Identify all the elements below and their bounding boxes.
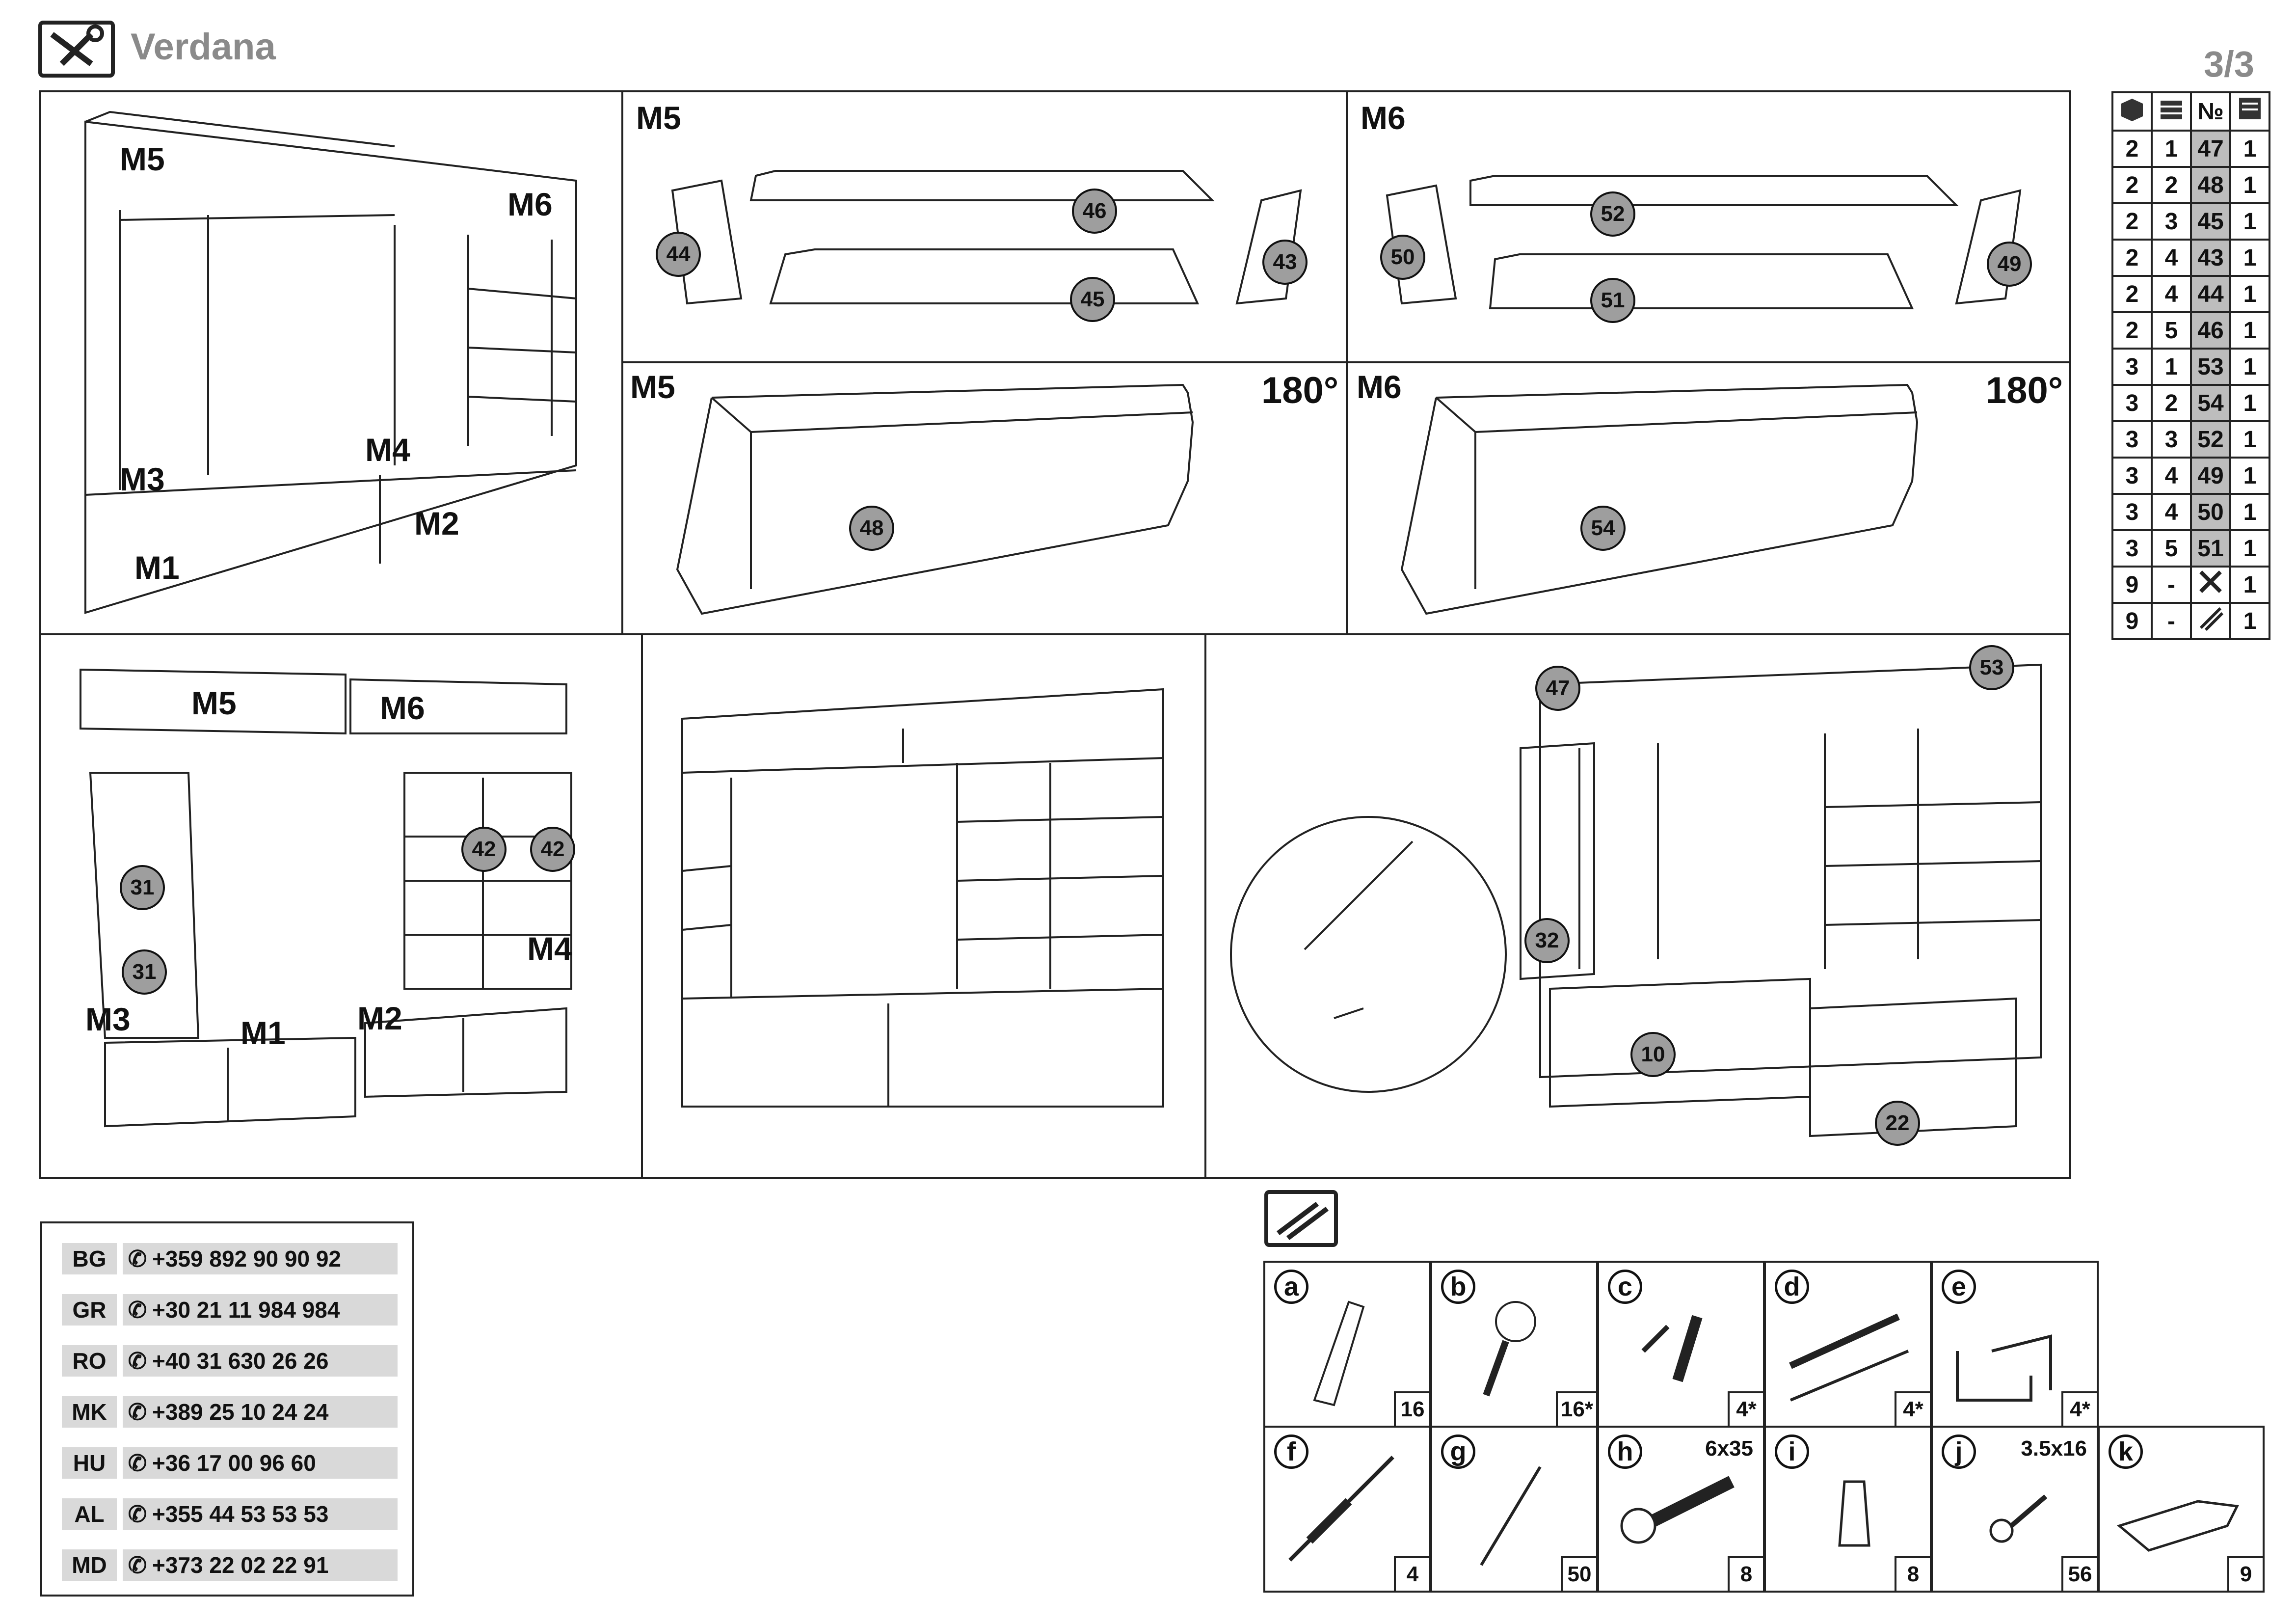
part-52-badge: 52 [1590, 191, 1635, 237]
phone-icon: ✆ [128, 1501, 147, 1527]
phone-icon: ✆ [128, 1297, 147, 1323]
assembly-step1-drawing [80, 668, 572, 1128]
module-label-m1: M1 [134, 549, 180, 586]
table-row: 9-1 [2111, 602, 2270, 640]
rotation-label: 180° [1261, 370, 1339, 411]
part-42b-badge: 42 [530, 827, 575, 872]
part-10-badge: 10 [1630, 1032, 1676, 1077]
parts-table-header: № [2111, 91, 2270, 132]
module-label-m6: M6 [507, 186, 553, 222]
module-label-m3: M3 [85, 1001, 131, 1037]
module-label-m6: M6 [380, 690, 425, 726]
hardware-a: a 16 [1263, 1261, 1431, 1428]
hardware-icon [2190, 602, 2231, 640]
phone-icon: ✆ [128, 1399, 147, 1425]
panel-title-m6: M6 [1361, 100, 1406, 136]
part-45-badge: 45 [1070, 277, 1115, 322]
sheet-icon [2229, 91, 2270, 132]
assembly-step3-panel: 47 53 32 10 22 [1204, 633, 2071, 1179]
overview-drawing [84, 110, 577, 614]
part-51-badge: 51 [1590, 278, 1635, 323]
number-header: № [2190, 91, 2231, 132]
assembly-step2-drawing [681, 688, 1164, 1108]
module-label-m2: M2 [414, 505, 459, 541]
hardware-c: c 4* [1597, 1261, 1765, 1428]
phone-icon: ✆ [128, 1450, 147, 1476]
rotation-label-m6: 180° [1986, 370, 2063, 411]
tools-icon [2190, 566, 2231, 604]
phone-icon: ✆ [128, 1348, 147, 1374]
hardware-b: b 16* [1430, 1261, 1598, 1428]
shelves-m6-drawing [1386, 175, 2022, 309]
table-row: 9-1 [2111, 566, 2270, 604]
module-label-m3: M3 [120, 461, 165, 497]
hardware-i: i 8 [1764, 1426, 1932, 1593]
shelves-m5-panel: M5 46 45 44 43 [621, 90, 1348, 363]
assembly-step3-drawing [1230, 663, 2042, 1137]
support-phones: BG✆+359 892 90 90 92 GR✆+30 21 11 984 98… [40, 1221, 414, 1597]
hardware-g: g 50 [1430, 1426, 1598, 1593]
module-label-m4: M4 [527, 930, 572, 967]
brand-title: Verdana [131, 26, 276, 68]
hardware-f: f 4 [1263, 1426, 1431, 1593]
tools-logo-icon [38, 21, 115, 78]
panel-title-m5-back: M5 [630, 369, 675, 405]
part-47-badge: 47 [1535, 666, 1580, 711]
module-label-m5: M5 [191, 685, 237, 721]
shelves-m5-drawing [671, 170, 1302, 305]
hardware-j: j 3.5x16 56 [1931, 1426, 2099, 1593]
box-icon [2111, 91, 2153, 132]
layer-icon [2151, 91, 2192, 132]
module-label-m1: M1 [240, 1015, 286, 1051]
part-53-badge: 53 [1969, 645, 2014, 690]
part-44-badge: 44 [656, 232, 701, 277]
part-54-badge: 54 [1580, 506, 1626, 551]
phone-icon: ✆ [128, 1552, 147, 1578]
assembly-step1-panel: M5 M6 M4 M3 M1 M2 42 42 31 31 [39, 633, 643, 1179]
part-49-badge: 49 [1987, 242, 2032, 287]
phone-icon: ✆ [128, 1246, 147, 1272]
part-42a-badge: 42 [461, 827, 507, 872]
module-label-m4: M4 [365, 432, 410, 468]
hardware-pack-icon [1264, 1190, 1338, 1247]
hardware-k: k 9 [2098, 1426, 2265, 1593]
part-46-badge: 46 [1072, 189, 1117, 234]
hardware-h: h 6x35 8 [1597, 1426, 1765, 1593]
back-m6-panel: M6 54 180° [1346, 361, 2071, 635]
hardware-d: d 4* [1764, 1261, 1932, 1428]
back-m5-panel: M5 48 180° [621, 361, 1348, 635]
module-label-m2: M2 [357, 1000, 402, 1036]
assembly-step2-panel [641, 633, 1206, 1179]
page-number: 3/3 [2204, 44, 2254, 84]
part-22-badge: 22 [1875, 1101, 1920, 1146]
overview-panel: M5 M6 M3 M4 M2 M1 [39, 90, 623, 635]
back-m6-drawing [1400, 383, 1919, 615]
part-31b-badge: 31 [122, 949, 167, 995]
panel-title-m5: M5 [636, 100, 681, 136]
back-m5-drawing [676, 383, 1194, 615]
hardware-e: e 4* [1931, 1261, 2099, 1428]
part-31a-badge: 31 [120, 865, 165, 910]
part-50-badge: 50 [1380, 235, 1425, 280]
part-32-badge: 32 [1524, 918, 1570, 963]
part-43-badge: 43 [1262, 240, 1308, 285]
shelves-m6-panel: M6 52 51 50 49 [1346, 90, 2071, 363]
module-label-m5: M5 [120, 141, 165, 177]
part-48-badge: 48 [849, 506, 894, 551]
panel-title-m6-back: M6 [1357, 369, 1402, 405]
